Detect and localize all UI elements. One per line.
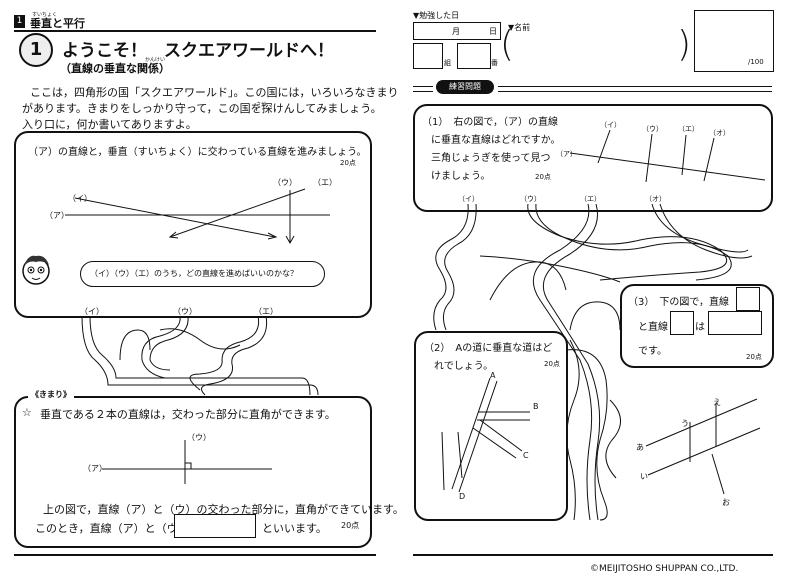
unit-title-ruby: すいちょく (32, 12, 58, 18)
intro-line-1: ここは，四角形の国「スクエアワールド」。この国には，いろいろなきまり (30, 86, 399, 99)
copyright: ©MEIJITOSHO SHUPPAN CO.,LTD. (590, 564, 739, 574)
intro-line-3: 入り口に，何か書いてありますよ。 (22, 118, 197, 131)
rule-label-a: （ア） (83, 464, 107, 473)
intro-ruby: さが (256, 102, 267, 108)
p3-points: 20点 (746, 353, 762, 361)
q1-label-e: （エ） (313, 178, 337, 187)
maze-right-label-u: （ウ） (520, 194, 541, 204)
subtitle-ruby: かんけい (145, 57, 166, 63)
p3-label-i: い (640, 472, 648, 481)
left-bottom-rule (14, 554, 376, 556)
p2-label-C: C (523, 451, 529, 460)
p3-line-3: です。 (638, 346, 667, 357)
left-maze (81, 315, 319, 396)
p1-line-2: に垂直な直線はどれですか。 (431, 135, 561, 146)
answer-box-perpendicular[interactable] (174, 514, 256, 538)
maze-left-label-i: （イ） (80, 307, 104, 316)
maze-right-label-i: （イ） (458, 194, 479, 204)
practice-rule-left (413, 86, 433, 92)
unit-number-badge: 1 (14, 15, 25, 28)
p1-label-o: （オ） (709, 129, 730, 137)
header-rule (14, 30, 376, 32)
maze-left-label-u: （ウ） (173, 307, 197, 316)
p2-label-D: D (459, 492, 466, 501)
p3-label-a: あ (636, 443, 644, 452)
score-total: /100 (748, 58, 764, 66)
practice-title: 練習問題 (436, 80, 494, 94)
speech-bubble (80, 261, 325, 287)
number-label: 番 (491, 59, 498, 67)
right-bottom-rule (413, 554, 773, 556)
rule-tag: 《きまり》 (28, 389, 74, 400)
p1-points: 20点 (535, 173, 551, 181)
unit-title: 垂直と平行 (30, 17, 85, 30)
p1-label-i: （イ） (600, 121, 621, 129)
lesson-subtitle: （直線の垂直な関係） (60, 62, 170, 75)
maze-right-label-e: （エ） (580, 194, 601, 204)
q1-label-a: （ア） (45, 211, 69, 220)
name-paren-close: ) (677, 24, 692, 65)
p2-figure (441, 377, 530, 493)
lesson-number-circle: 1 (19, 33, 53, 67)
rule-star-icon: ☆ (22, 406, 32, 419)
p1-line-1: （1） 右の図で，（ア）の直線 (422, 117, 558, 128)
character-face-icon (19, 252, 53, 286)
p2-line-1: （2） Aの道に垂直な道はど (424, 343, 553, 354)
lesson-title: ようこそ！ スクエアワールドへ！ (62, 41, 334, 61)
score-box[interactable] (694, 10, 774, 72)
problem-2-box (414, 331, 568, 521)
practice-rule-right (498, 86, 772, 92)
p3-line-2: と直線 (638, 322, 668, 333)
rule-text: 垂直である２本の直線は，交わった部分に直角ができます。 (40, 408, 336, 421)
name-paren-open: ( (500, 24, 515, 65)
date-label: ▼勉強した日 (413, 11, 460, 20)
p2-label-B: B (533, 402, 539, 411)
p3-line-2b: は (695, 322, 705, 333)
p3-label-e: え (713, 398, 721, 407)
maze-right-label-o: （オ） (645, 194, 666, 204)
intro-line-2: があります。きまりをしっかり守って，この国を探けんしてみましょう。 (22, 102, 382, 115)
p1-line-4: けましょう。 (431, 171, 491, 182)
right-maze (433, 203, 753, 521)
p1-label-u: （ウ） (642, 125, 663, 133)
number-box[interactable] (457, 43, 491, 69)
maze-left-label-e: （エ） (254, 307, 278, 316)
rule-line-2b: といいます。 (262, 522, 327, 535)
p3-label-o: お (722, 498, 730, 507)
rule-line-2a: このとき，直線（ア）と（ウ）は， (35, 522, 211, 535)
q1-figure (65, 188, 330, 245)
name-label: ▼名前 (508, 23, 531, 32)
p3-line-1: （3） 下の図で，直線 (628, 297, 729, 308)
rule-label-u: （ウ） (187, 433, 211, 442)
p2-label-A: A (490, 371, 496, 380)
p2-points: 20点 (544, 360, 560, 368)
class-box[interactable] (413, 43, 443, 69)
date-box[interactable] (413, 22, 501, 40)
answer-box-relation[interactable] (708, 311, 762, 335)
rule-points: 20点 (341, 521, 360, 530)
answer-box-line-2[interactable] (670, 311, 694, 335)
rule-figure (102, 440, 272, 484)
answer-box-line-1[interactable] (736, 287, 760, 311)
q1-instruction: （ア）の直線と，垂直（すいちょく）に交わっている直線を進みましょう。 (28, 147, 367, 158)
month-label: 月 (452, 27, 460, 36)
p1-label-e: （エ） (678, 125, 699, 133)
q1-points: 20点 (340, 159, 356, 167)
class-label: 組 (444, 59, 451, 67)
day-label: 日 (489, 27, 497, 36)
p2-line-2: れでしょう。 (434, 361, 494, 372)
rule-line-1: 上の図で，直線（ア）と（ウ）の交わった部分に，直角ができています。 (43, 503, 404, 516)
p1-label-a: （ア） (556, 150, 577, 158)
p1-figure (569, 129, 766, 183)
p1-line-3: 三角じょうぎを使って見つ (431, 153, 551, 164)
q1-label-u: （ウ） (273, 178, 297, 187)
p3-label-u: う (681, 419, 689, 428)
speech-text: （イ）（ウ）（エ）のうち，どの直線を進めばいいのかな？ (90, 269, 298, 278)
p3-figure (645, 398, 761, 495)
